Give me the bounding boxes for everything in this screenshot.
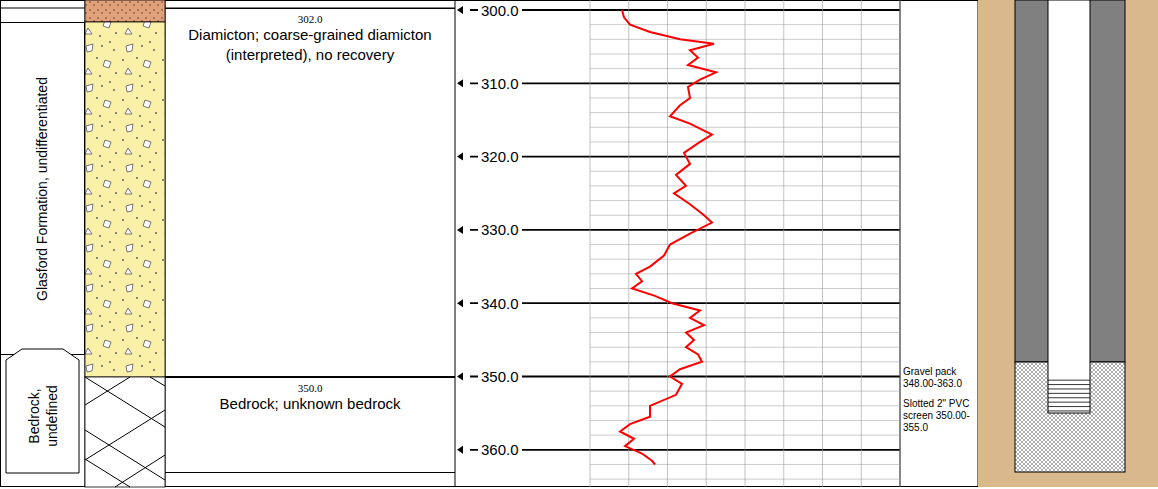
- grid-line: [822, 0, 823, 487]
- log-grid: [470, 0, 900, 487]
- screen-slot: [1048, 397, 1090, 398]
- grid-line: [470, 229, 900, 231]
- depth-label: 330.0: [478, 221, 522, 238]
- screen-slot: [1048, 393, 1090, 394]
- depth-label: 310.0: [478, 75, 522, 92]
- screen-slot: [1048, 380, 1090, 381]
- depth-label: 360.0: [478, 441, 522, 458]
- depth-marker: [457, 153, 463, 161]
- bedrock-crosshatch: [85, 377, 165, 487]
- grid-line: [470, 82, 900, 84]
- grid-line: [706, 0, 707, 487]
- depth-value: 302.0: [175, 13, 445, 25]
- depth-marker: [457, 373, 463, 381]
- grid-line: [590, 0, 591, 487]
- formation-band: Bedrock, undefined: [0, 348, 85, 474]
- screen-slot: [1048, 406, 1090, 407]
- grid-line: [861, 0, 862, 487]
- depth-scale: [457, 6, 463, 454]
- depth-label: 350.0: [478, 368, 522, 385]
- depth-label: 300.0: [478, 2, 522, 19]
- screen-slot: [1048, 402, 1090, 403]
- depth-label: 320.0: [478, 148, 522, 165]
- formation-name: Bedrock, undefined: [25, 368, 60, 464]
- pvc-screen: [1048, 380, 1090, 411]
- lithology-description: Bedrock; unknown bedrock: [175, 394, 445, 414]
- grid-line: [470, 449, 900, 451]
- depth-marker: [457, 6, 463, 14]
- depth-label: 340.0: [478, 295, 522, 312]
- construction-note: Slotted 2" PVC screen 350.00-355.0: [903, 398, 977, 434]
- grid-line: [745, 0, 746, 487]
- description-box: 350.0Bedrock; unknown bedrock: [165, 377, 455, 473]
- depth-marker: [457, 299, 463, 307]
- depth-marker: [457, 79, 463, 87]
- grid-line: [628, 0, 629, 487]
- screen-slot: [1048, 410, 1090, 411]
- gamma-log-curve: [620, 10, 716, 465]
- construction-note: Gravel pack 348.00-363.0: [903, 366, 977, 390]
- grid-line: [783, 0, 784, 487]
- formation-band: Glasford Formation, undifferentiated: [0, 22, 85, 355]
- description-box: 302.0Diamicton; coarse-grained diamicton…: [165, 8, 455, 377]
- depth-marker: [457, 446, 463, 454]
- depth-value: 350.0: [175, 382, 445, 394]
- grid-line: [470, 302, 900, 304]
- ground: [978, 0, 1158, 487]
- grid-line: [470, 376, 900, 378]
- formation-name: Glasford Formation, undifferentiated: [34, 32, 52, 345]
- grid-line: [667, 0, 668, 487]
- depth-marker: [457, 226, 463, 234]
- screen-slot: [1048, 384, 1090, 385]
- band-outline-shape: [6, 349, 79, 473]
- lithology-description: Diamicton; coarse-grained diamicton (int…: [175, 25, 445, 64]
- grid-line: [470, 9, 900, 11]
- screen-slot: [1048, 388, 1090, 389]
- grid-line: [900, 0, 901, 487]
- pvc-casing: [1048, 0, 1090, 413]
